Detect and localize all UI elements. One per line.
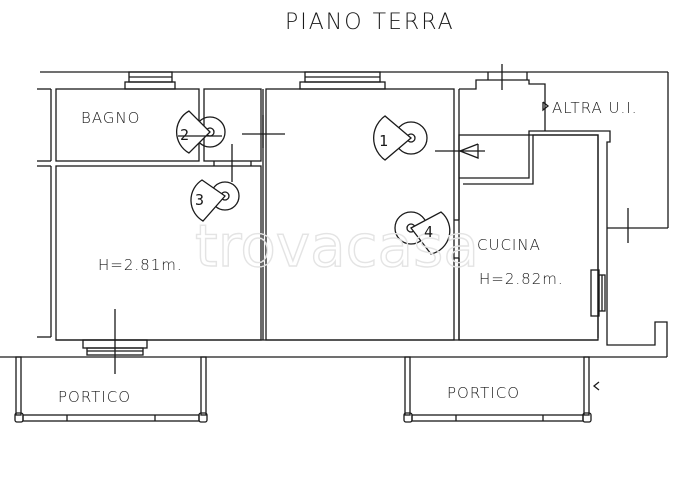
- room-label-altra-ui: ALTRA U.I.: [552, 99, 638, 117]
- outer-wall-left: [37, 88, 52, 338]
- viewpoint-4-number: 4: [424, 223, 433, 241]
- portico-left: [14, 356, 208, 423]
- viewpoint-2-icon: [176, 110, 226, 154]
- portico-arrow-icon: [592, 381, 600, 391]
- viewpoint-3-icon: [190, 144, 240, 222]
- window-cucina: [590, 269, 606, 317]
- room-label-portico-right: PORTICO: [447, 384, 520, 402]
- viewpoint-2-number: 2: [180, 126, 189, 144]
- room-label-cucina: CUCINA: [477, 236, 541, 254]
- plan-title: PIANO TERRA: [285, 10, 455, 35]
- window-bagno: [124, 71, 176, 90]
- viewpoint-1-icon: [373, 115, 428, 161]
- window-centrale: [299, 71, 386, 90]
- room-label-portico-left: PORTICO: [58, 388, 131, 406]
- altra-ui-arrow-icon: [542, 101, 550, 112]
- viewpoint-1-number: 1: [379, 132, 388, 150]
- viewpoint-3-number: 3: [195, 191, 204, 209]
- room-height-soggiorno: H=2.81m.: [98, 256, 183, 274]
- portico-right: [403, 356, 600, 423]
- room-label-bagno: BAGNO: [81, 109, 140, 127]
- entrance-arrow-icon: [435, 143, 485, 159]
- watermark: trovacasa: [195, 212, 479, 280]
- viewpoint-4-icon: [394, 211, 451, 255]
- room-height-cucina: H=2.82m.: [479, 270, 564, 288]
